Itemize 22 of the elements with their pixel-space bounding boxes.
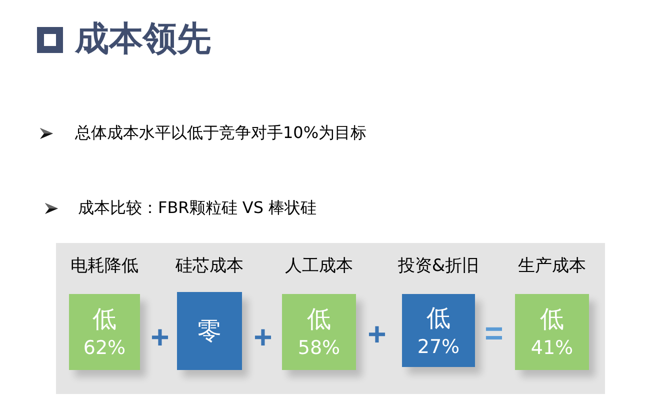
percent-text: 62% (83, 336, 126, 361)
plus-sign: + (254, 324, 272, 350)
percent-text: 58% (298, 336, 340, 361)
column-heading: 投资&折旧 (398, 255, 480, 277)
column-heading: 电耗降低 (70, 255, 138, 277)
slide-title: 成本领先 (75, 18, 211, 61)
level-text: 低 (92, 304, 116, 335)
bullet-text: 成本比较：FBR颗粒硅 VS 棒状硅 (78, 197, 317, 219)
bullet-text: 总体成本水平以低于竞争对手10%为目标 (75, 122, 367, 144)
plus-sign: + (150, 324, 170, 350)
panel-background (56, 243, 605, 394)
equals-sign: = (484, 320, 504, 346)
percent-text: 41% (530, 336, 574, 361)
level-text: 低 (426, 302, 450, 334)
column-heading: 生产成本 (518, 255, 586, 277)
level-text: 低 (540, 304, 564, 335)
column-heading: 人工成本 (285, 255, 353, 277)
level-text: 零 (198, 316, 222, 347)
percent-text: 27% (417, 334, 460, 360)
level-text: 低 (307, 304, 331, 335)
plus-sign: + (368, 321, 386, 347)
column-heading: 硅芯成本 (176, 255, 244, 277)
